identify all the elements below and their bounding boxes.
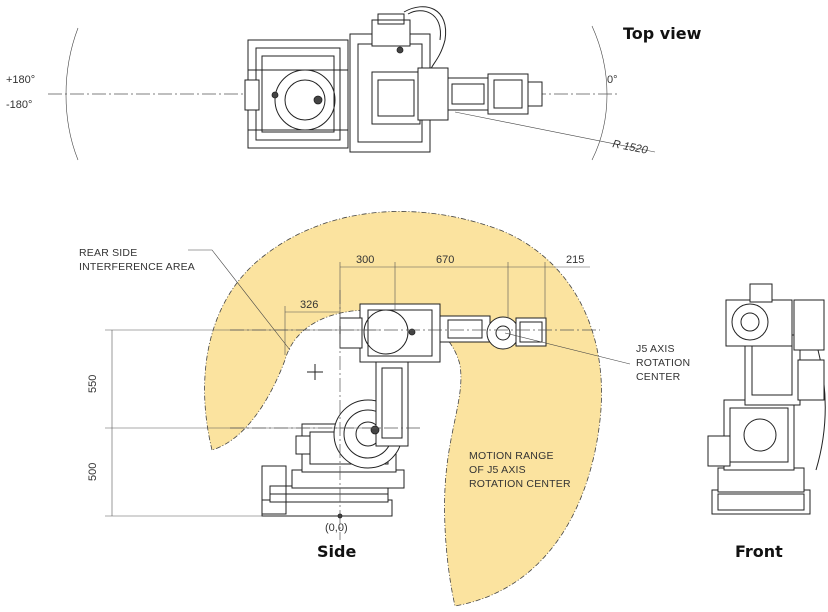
j5-note-line1: J5 AXIS [636, 343, 675, 355]
side-dimensions [105, 262, 600, 540]
radius-label: R 1520 [611, 138, 649, 157]
side-robot [261, 303, 547, 517]
origin-label: (0,0) [325, 522, 348, 534]
angle-minus-180: -180° [6, 99, 32, 111]
radius-line [454, 111, 656, 153]
front-view [707, 283, 826, 515]
top-range-arc-left [65, 27, 79, 161]
rear-note-line2: INTERFERENCE AREA [79, 261, 195, 273]
angle-zero: 0° [607, 74, 618, 86]
dim-550: 550 [87, 375, 99, 393]
side-view-title: Side [317, 542, 356, 561]
angle-plus-180: +180° [6, 74, 35, 86]
dim-326: 326 [300, 299, 318, 311]
motion-note-line3: ROTATION CENTER [469, 478, 571, 490]
j5-note-line2: ROTATION [636, 357, 690, 369]
j5-leader-line [504, 332, 631, 365]
top-view [48, 6, 656, 161]
dim-670: 670 [436, 254, 454, 266]
j5-note-line3: CENTER [636, 371, 681, 383]
top-view-title: Top view [623, 24, 702, 43]
motion-note-line2: OF J5 AXIS [469, 464, 526, 476]
top-range-arc-right [591, 25, 608, 161]
rear-leader-line [188, 249, 291, 351]
dim-500: 500 [87, 463, 99, 481]
rear-note-line1: REAR SIDE [79, 247, 137, 259]
motion-range-area [204, 211, 602, 607]
dim-215: 215 [566, 254, 584, 266]
motion-note-line1: MOTION RANGE [469, 450, 554, 462]
dim-300: 300 [356, 254, 374, 266]
front-view-title: Front [735, 542, 783, 561]
